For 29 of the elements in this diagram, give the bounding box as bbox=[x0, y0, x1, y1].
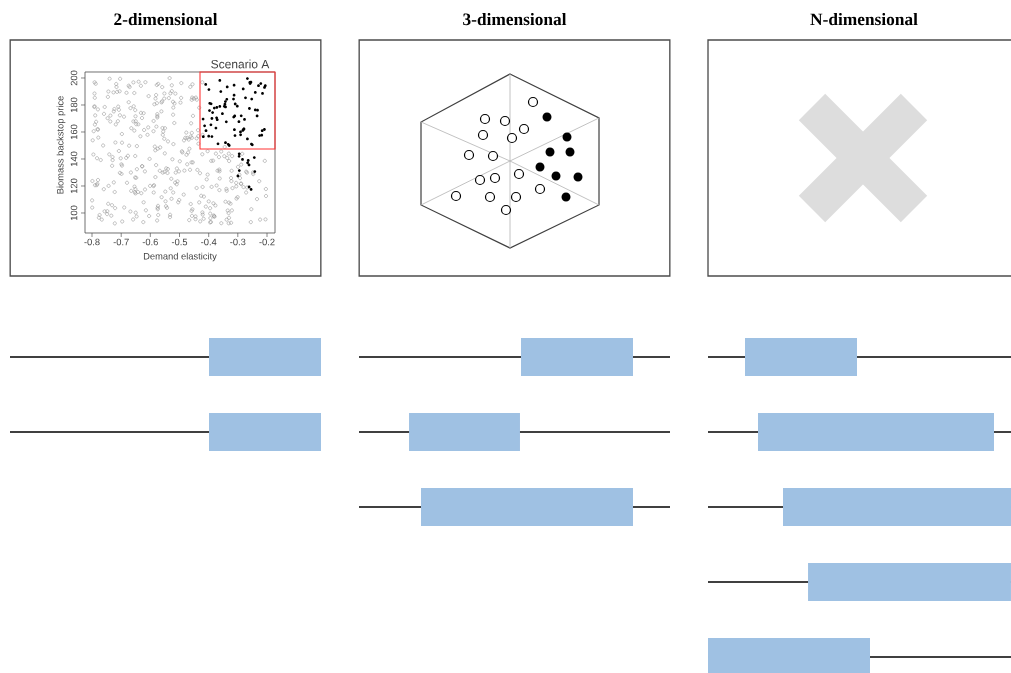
tick-label: 160 bbox=[70, 124, 78, 140]
axis-title: Demand elasticity bbox=[143, 252, 217, 262]
tick-label: -0.5 bbox=[171, 238, 188, 246]
range-bar bbox=[707, 413, 1011, 451]
tick-label: -0.8 bbox=[84, 238, 100, 246]
range-bar bbox=[9, 338, 321, 376]
axis-title: Biomass backstop price bbox=[56, 96, 66, 194]
range-bar bbox=[9, 413, 321, 451]
panel-title: N-dimensional bbox=[810, 12, 918, 26]
range-bar bbox=[358, 338, 671, 376]
range-bar bbox=[358, 488, 671, 526]
panel-title: 3-dimensional bbox=[463, 12, 567, 26]
tick-label: 120 bbox=[70, 178, 78, 194]
tick-label: -0.4 bbox=[201, 238, 217, 246]
tick-label: -0.3 bbox=[230, 238, 246, 246]
tick-label: -0.6 bbox=[142, 238, 158, 246]
tick-label: 200 bbox=[70, 70, 78, 86]
range-bar bbox=[707, 563, 1011, 601]
range-bar bbox=[707, 638, 1011, 673]
panel-title: 2-dimensional bbox=[114, 12, 218, 26]
range-bar bbox=[707, 488, 1011, 526]
scenario-label: Scenario A bbox=[211, 59, 270, 69]
tick-label: 100 bbox=[70, 205, 78, 221]
tick-label: 140 bbox=[70, 151, 78, 167]
range-bar bbox=[707, 338, 1011, 376]
tick-label: -0.7 bbox=[113, 238, 129, 246]
tick-label: 180 bbox=[70, 97, 78, 113]
range-bar bbox=[358, 413, 671, 451]
tick-label: -0.2 bbox=[259, 238, 275, 246]
